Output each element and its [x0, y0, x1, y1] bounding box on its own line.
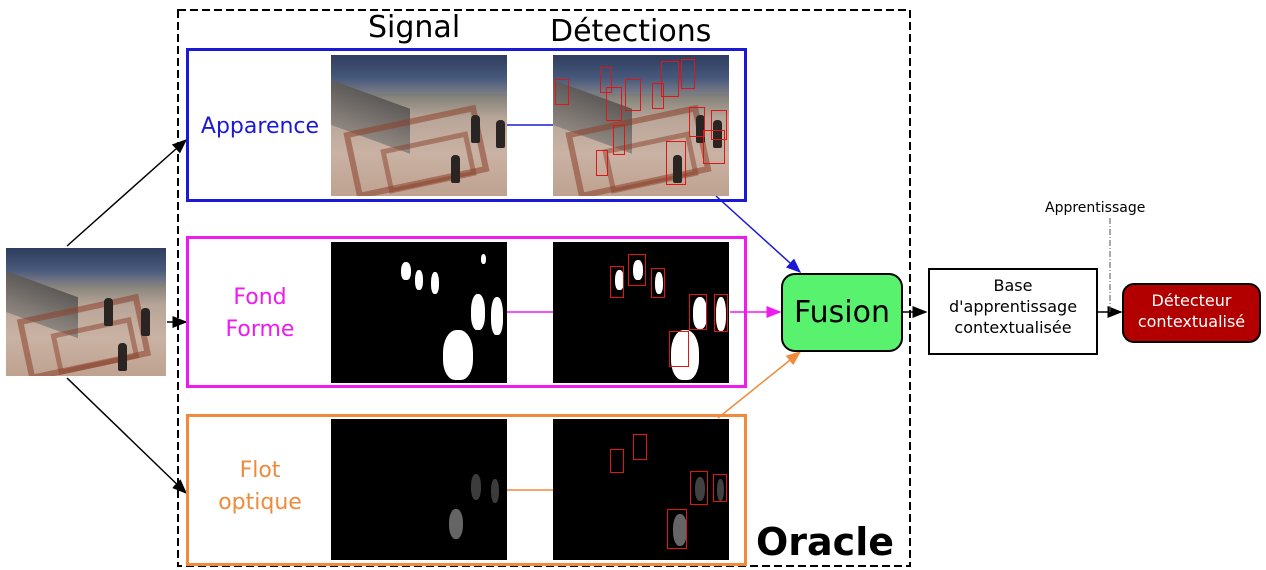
detection-box [610, 449, 624, 473]
appearance-frame [186, 48, 747, 202]
detector-line1: Détecteur [1151, 291, 1232, 310]
background-label-line1: Fond [233, 285, 287, 310]
training-base-box: Base d'apprentissage contextualisée [928, 268, 1098, 355]
flow-detection-image [553, 419, 729, 560]
detection-box [667, 509, 687, 549]
detector-line2: contextualisé [1137, 311, 1246, 331]
training-base-line2: d'apprentissage [948, 296, 1078, 316]
detection-box [661, 61, 679, 97]
detection-box [633, 434, 647, 460]
training-base-line1: Base [993, 276, 1033, 295]
background-shape-frame [186, 236, 747, 388]
appearance-label: Apparence [200, 114, 320, 139]
detection-box [613, 125, 625, 155]
detection-box [610, 266, 624, 298]
background-detection-image [553, 242, 729, 383]
signal-header: Signal [368, 10, 461, 45]
flow-signal-image [331, 419, 507, 560]
detection-box [669, 331, 689, 367]
appearance-detection-image [553, 55, 729, 196]
arrow-appearance-fusion [715, 195, 802, 274]
detection-box [689, 107, 705, 137]
detection-box [666, 141, 686, 185]
training-base-line3: contextualisée [954, 317, 1072, 337]
fusion-label: Fusion [794, 295, 890, 330]
arrow-flow-fusion [717, 351, 802, 419]
detection-box [606, 87, 622, 121]
appearance-signal-image [331, 55, 507, 196]
detection-box [651, 268, 665, 298]
detection-box [714, 294, 728, 332]
detection-box [711, 110, 727, 140]
detection-box [713, 474, 727, 502]
detection-box [625, 79, 641, 111]
detection-box [628, 254, 646, 286]
detector-box: Détecteur contextualisé [1122, 283, 1261, 343]
detections-header: Détections [550, 14, 712, 49]
flow-label-line1: Flot [239, 458, 281, 483]
optical-flow-frame [186, 414, 747, 566]
optical-flow-label: Flot optique [190, 455, 330, 519]
background-signal-image [331, 242, 507, 383]
learning-label: Apprentissage [1045, 200, 1146, 216]
detection-box [555, 79, 569, 105]
fusion-box: Fusion [781, 273, 903, 352]
background-shape-label: Fond Forme [190, 282, 330, 346]
input-image [6, 248, 166, 376]
oracle-label: Oracle [756, 520, 895, 564]
detection-box [703, 130, 725, 164]
arrow-input-appearance [66, 139, 188, 247]
detection-box [689, 294, 707, 330]
detection-box [690, 471, 708, 505]
background-label-line2: Forme [225, 316, 295, 342]
detection-box [681, 59, 695, 89]
arrow-input-flow [66, 377, 188, 495]
oracle-frame [177, 9, 911, 567]
flow-label-line2: optique [218, 489, 302, 515]
detection-box [596, 150, 608, 176]
